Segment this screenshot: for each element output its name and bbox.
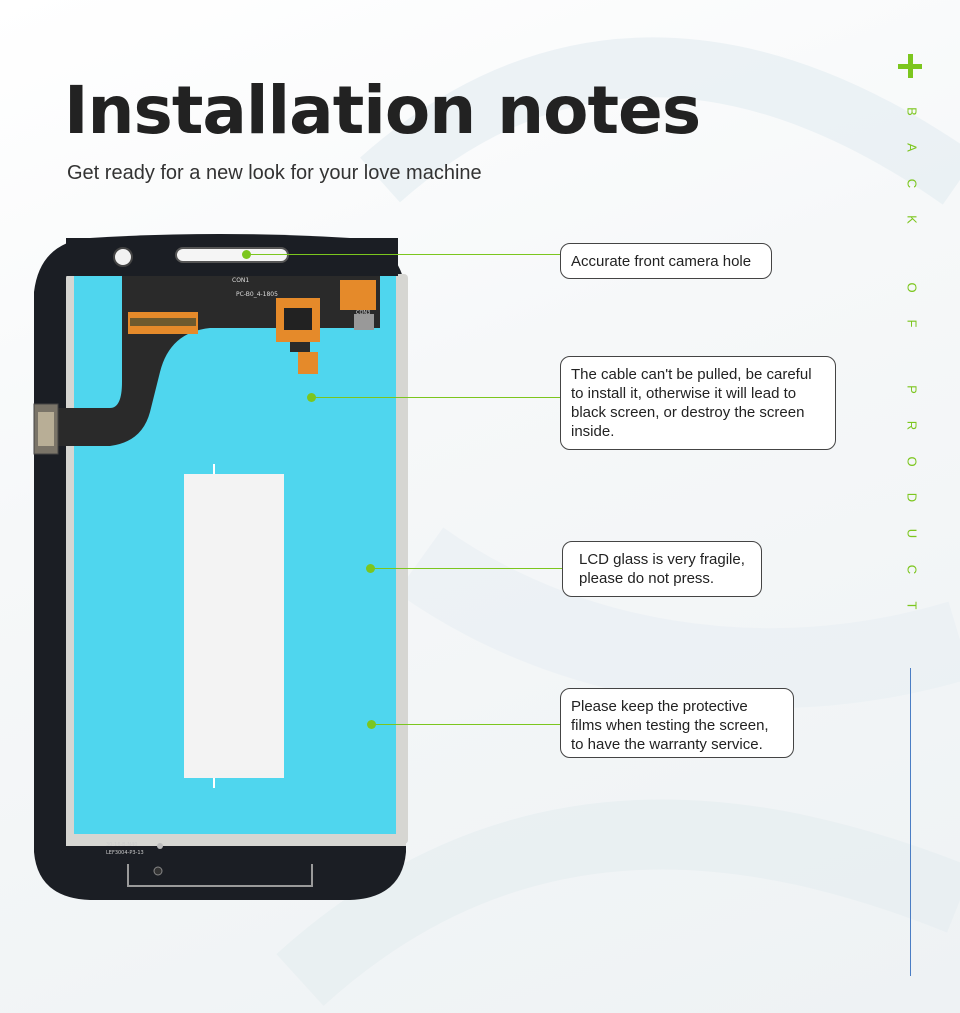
flex-label: CON1 xyxy=(232,277,249,284)
bottom-label: LEF3004-P3-13 xyxy=(106,850,144,856)
vertical-letter: U xyxy=(904,528,920,539)
callout-camera-hole: Accurate front camera hole xyxy=(560,243,772,279)
vertical-letter: D xyxy=(904,492,920,503)
vertical-letter: C xyxy=(904,564,920,575)
vertical-letter: P xyxy=(904,385,920,394)
vertical-letter: F xyxy=(904,319,920,328)
vertical-letter: C xyxy=(904,178,920,189)
vertical-letter: A xyxy=(904,143,920,152)
vertical-letter: O xyxy=(904,282,920,293)
plus-icon xyxy=(898,54,924,80)
callout-dot xyxy=(367,720,376,729)
callout-line xyxy=(374,568,562,569)
page-title: Installation notes xyxy=(64,72,701,149)
vertical-letter: K xyxy=(904,215,920,224)
sidebar-divider-line xyxy=(910,668,911,976)
vertical-letter: R xyxy=(904,420,920,431)
lcd-screen-assembly: CON1 PC-B0_4-1805 CON3 30-16-B-N40 LEF30… xyxy=(33,234,408,900)
callout-fragile-glass: LCD glass is very fragile, please do not… xyxy=(562,541,762,597)
callout-protective-film: Please keep the protective films when te… xyxy=(560,688,794,758)
callout-dot xyxy=(366,564,375,573)
flex-label: CON3 xyxy=(356,310,370,316)
callout-dot xyxy=(307,393,316,402)
vertical-letter: T xyxy=(904,601,920,610)
callout-dot xyxy=(242,250,251,259)
callout-line xyxy=(375,724,560,725)
bottom-label: 30-16-B-N40 xyxy=(106,842,138,848)
page-subtitle: Get ready for a new look for your love m… xyxy=(67,162,482,184)
vertical-letter: B xyxy=(904,107,920,116)
vertical-letter: O xyxy=(904,456,920,467)
callout-cable-warning: The cable can't be pulled, be careful to… xyxy=(560,356,836,450)
flex-label: PC-B0_4-1805 xyxy=(236,291,278,298)
callout-line xyxy=(250,254,560,255)
callout-line xyxy=(315,397,560,398)
